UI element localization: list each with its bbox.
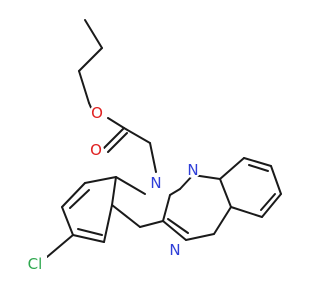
bond <box>72 234 105 243</box>
bond <box>270 165 282 195</box>
bond <box>115 176 146 195</box>
atom-background <box>148 175 164 191</box>
oxygen-ether-label: O <box>91 104 103 122</box>
bond <box>84 176 117 184</box>
nitrogen-upper-label: N <box>187 161 198 179</box>
bond <box>61 206 74 236</box>
bond <box>84 19 103 49</box>
bond <box>123 127 151 144</box>
bond <box>46 234 74 258</box>
bond <box>219 178 232 208</box>
bond <box>69 189 90 209</box>
bond <box>219 157 245 180</box>
bond <box>107 117 125 129</box>
nitrogen-indole-label: N <box>150 174 161 192</box>
bond <box>77 228 103 236</box>
atom-labels: O O N N N Cl <box>23 104 201 273</box>
ester-group <box>103 117 157 173</box>
bond <box>169 188 181 196</box>
bond <box>111 204 141 228</box>
bond <box>167 218 189 234</box>
bond <box>107 132 128 153</box>
bond <box>162 220 187 241</box>
bond <box>260 193 276 211</box>
bond <box>78 47 103 72</box>
atom-background <box>89 105 105 121</box>
bond <box>149 142 157 173</box>
bond <box>185 233 215 241</box>
atom-background <box>167 242 183 258</box>
oxygen-carbonyl-label: O <box>90 141 102 159</box>
indole-system <box>46 176 181 258</box>
butyl-chain <box>78 19 103 111</box>
bond <box>103 127 125 149</box>
bond <box>61 182 86 208</box>
atom-background <box>23 256 47 272</box>
bond <box>230 206 263 218</box>
molecule-svg: O O N N N Cl <box>23 19 282 273</box>
bond <box>162 194 171 222</box>
molecule-structure: O O N N N Cl <box>23 19 282 273</box>
bond <box>78 70 90 104</box>
atom-background <box>88 142 104 158</box>
chlorine-label: Cl <box>28 255 43 273</box>
bond <box>139 220 164 228</box>
bond <box>213 206 232 235</box>
bond <box>243 157 272 167</box>
nitrogen-lower-label: N <box>169 241 180 259</box>
quinoxaline-system <box>162 157 282 241</box>
bond <box>103 204 113 243</box>
bond <box>261 193 282 218</box>
bond <box>111 176 117 206</box>
bond <box>248 164 269 172</box>
atom-background <box>185 162 201 178</box>
